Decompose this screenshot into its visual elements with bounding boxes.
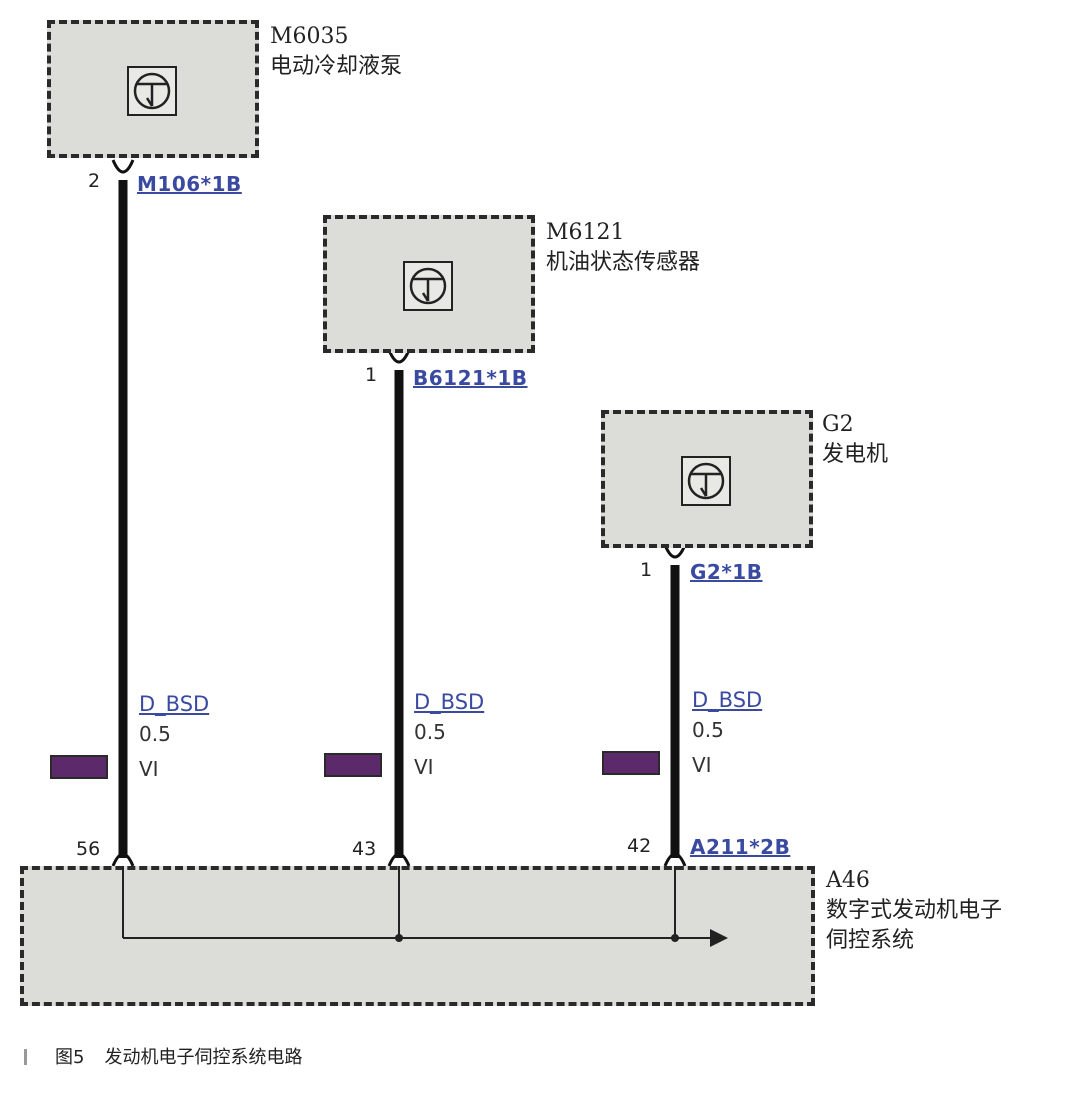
component-pin: 1 [365, 364, 378, 386]
junction-dot [671, 934, 679, 942]
component-name: 发电机 [822, 442, 889, 467]
wire-gauge: 0.5 [692, 718, 724, 742]
caption-marker [24, 1049, 27, 1065]
ecu-connector-label: A211*2B [690, 835, 791, 859]
component-label-m6121: M6121 机油状态传感器 [546, 218, 700, 278]
signal-label: D_BSD [692, 688, 763, 712]
figure-caption: 图5 发动机电子伺控系统电路 [24, 1043, 302, 1069]
internal-bus [122, 866, 728, 947]
figure-number: 图5 [55, 1047, 85, 1068]
component-label-m6035: M6035 电动冷却液泵 [270, 22, 402, 82]
signal-label: D_BSD [414, 690, 485, 714]
ecu-pin: 43 [352, 838, 377, 860]
component-label-g2: G2 发电机 [822, 410, 888, 470]
control-unit-label: A46 数字式发动机电子 伺控系统 [826, 866, 1002, 956]
wire-gauge: 0.5 [414, 720, 446, 744]
ecu-pin: 56 [76, 838, 101, 860]
ecu-pin: 42 [627, 835, 652, 857]
component-id: G2 [822, 412, 854, 437]
component-connector-label: M106*1B [137, 172, 242, 196]
motor-symbol-icon [681, 456, 731, 506]
control-unit-name-line1: 数字式发动机电子 [826, 898, 1003, 923]
junction-dot [395, 934, 403, 942]
wire-color-code: VI [692, 753, 712, 777]
component-connector-label: G2*1B [690, 560, 763, 584]
component-pin: 1 [640, 559, 653, 581]
wire-color-swatch [324, 753, 382, 777]
wire-gauge: 0.5 [139, 722, 171, 746]
connector-hooks-bottom [111, 852, 687, 867]
component-id: M6121 [546, 220, 625, 245]
arrow-right-icon [710, 929, 728, 947]
component-box-m6121 [323, 215, 535, 353]
figure-title: 发动机电子伺控系统电路 [104, 1047, 303, 1068]
component-name: 机油状态传感器 [546, 250, 701, 275]
wire-color-swatch [602, 751, 660, 775]
wire-color-swatch [50, 755, 108, 779]
wire-color-code: VI [414, 755, 434, 779]
signal-label: D_BSD [139, 692, 210, 716]
motor-symbol-icon [403, 261, 453, 311]
component-box-g2 [601, 410, 813, 548]
connector-hooks-top [111, 159, 687, 559]
component-connector-label: B6121*1B [413, 366, 528, 390]
wire-color-code: VI [139, 757, 159, 781]
control-unit-id: A46 [826, 868, 870, 893]
component-id: M6035 [270, 24, 349, 49]
component-box-m6035 [47, 20, 259, 158]
component-pin: 2 [88, 170, 101, 192]
motor-symbol-icon [127, 66, 177, 116]
component-name: 电动冷却液泵 [270, 54, 403, 79]
control-unit-box-a46 [20, 866, 815, 1006]
control-unit-name-line2: 伺控系统 [826, 928, 915, 953]
